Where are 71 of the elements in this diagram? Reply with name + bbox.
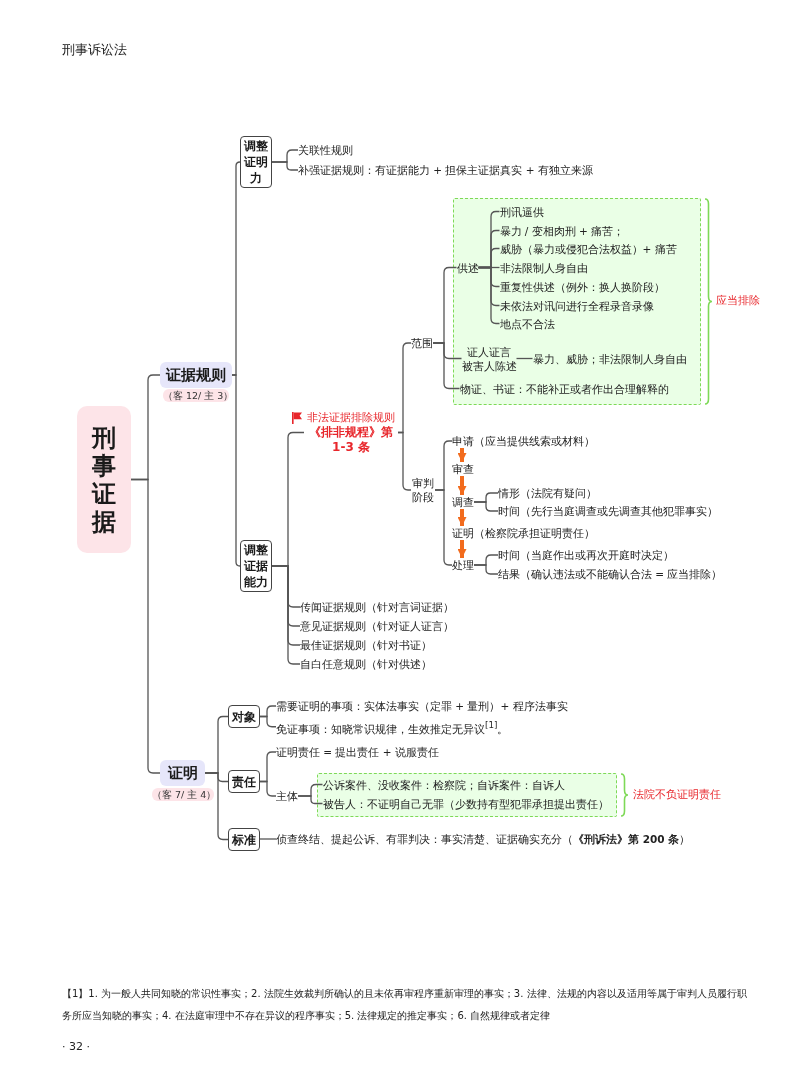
topic-text: 结果（确认违法或不能确认合法 = 应当排除） xyxy=(498,567,723,581)
connector-line xyxy=(473,564,499,575)
topic-text: 物证、书证：不能补正或者作出合理解释的 xyxy=(459,381,669,396)
topic-text: 重复性供述（例外：换人换阶段） xyxy=(499,279,665,294)
connector-line xyxy=(204,772,229,841)
dashed-group-box xyxy=(317,773,617,817)
topic-text: 时间（先行当庭调查或先调查其他犯罪事实） xyxy=(498,504,718,518)
count-tag: （客 7/ 主 4） xyxy=(152,788,214,801)
topic-text: 范围 xyxy=(411,336,433,350)
topic-text: 申请（应当提供线索或材料） xyxy=(452,434,595,448)
topic-box: 调整证据能力 xyxy=(240,540,272,592)
topic-text: 审查 xyxy=(452,462,474,476)
central-topic-box: 刑事证据 xyxy=(77,406,131,553)
connector-line xyxy=(271,161,299,171)
connector-line xyxy=(297,795,324,805)
topic-text: 公诉案件、没收案件：检察院；自诉案件：自诉人 xyxy=(322,777,565,792)
topic-text: 刑讯逼供 xyxy=(499,204,544,219)
branch-box: 证明 xyxy=(160,760,205,786)
topic-text: 暴力 / 变相肉刑 + 痛苦； xyxy=(499,223,625,238)
topic-text: 证人证言 被害人陈述 xyxy=(461,344,517,373)
topic-text: 未依法对讯问进行全程录音录像 xyxy=(499,298,654,313)
topic-text: 审判阶段 xyxy=(411,476,435,504)
arrow xyxy=(457,540,467,558)
arrow xyxy=(457,509,467,526)
connector-line xyxy=(432,342,461,390)
topic-box: 责任 xyxy=(228,770,260,793)
brace-note: 应当排除 xyxy=(716,294,760,308)
connector-line xyxy=(271,565,301,665)
topic-text: 免证事项：知晓常识规律，生效推定无异议$^{[1]}$。 xyxy=(276,718,509,736)
topic-text: 时间（当庭作出或再次开庭时决定） xyxy=(498,548,674,562)
branch-box: 证据规则 xyxy=(160,362,232,388)
topic-text: 情形（法院有疑问） xyxy=(498,486,597,500)
connector-line xyxy=(259,780,277,797)
topic-text: 处理 xyxy=(452,558,474,572)
connector-line xyxy=(473,501,499,512)
arrow xyxy=(457,476,467,495)
topic-text: 非法限制人身自由 xyxy=(499,260,588,275)
topic-text: 补强证据规则：有证据能力 + 担保主证据真实 + 有独立来源 xyxy=(298,163,593,177)
page-number: · 32 · xyxy=(62,1040,91,1053)
connector-line xyxy=(259,838,277,840)
connector-line xyxy=(259,715,277,728)
topic-text: 传闻证据规则（针对言词证据） xyxy=(300,600,454,614)
connector-line xyxy=(231,374,241,567)
connector-line xyxy=(515,357,534,360)
topic-text: 侦查终结、提起公诉、有罪判决：事实清楚、证据确实充分（《刑诉法》第 200 条） xyxy=(276,832,691,846)
topic-text: 意见证据规则（针对证人证言） xyxy=(300,619,454,633)
connector-line xyxy=(434,489,453,566)
brace-note: 法院不负证明责任 xyxy=(633,788,721,802)
highlight-text: 非法证据排除规则 《排非规程》第 1-3 条 xyxy=(304,410,398,455)
topic-text: 威胁（暴力或侵犯合法权益）+ 痛苦 xyxy=(499,241,677,256)
topic-box: 标准 xyxy=(228,828,260,851)
dashed-group-box xyxy=(453,198,701,405)
arrow xyxy=(457,448,467,462)
topic-text: 需要证明的事项：实体法事实（定罪 + 量刑）+ 程序法事实 xyxy=(276,699,568,713)
topic-text: 主体 xyxy=(276,789,298,803)
topic-text: 证明（检察院承担证明责任） xyxy=(452,526,595,540)
topic-text: 地点不合法 xyxy=(499,316,555,331)
running-header: 刑事诉讼法 xyxy=(62,41,128,59)
footnote: 【1】1. 为一般人共同知晓的常识性事实；2. 法院生效裁判所确认的且未依再审程序重新审理的事实；3. 法律、法规的内容以及适用等属于审判人员履行职务所应当知晓的事实；4. 在法庭审理中不存在异议的程序事实；5. 法律规定的推定事实；6. 自然规律或者定律 xyxy=(62,987,748,1023)
topic-box: 对象 xyxy=(228,705,260,728)
topic-box: 调整证明力 xyxy=(240,136,272,188)
topic-text: 调查 xyxy=(452,495,474,509)
topic-text: 暴力、威胁；非法限制人身自由 xyxy=(532,351,687,366)
topic-text: 被告人：不证明自己无罪（少数持有型犯罪承担提出责任） xyxy=(322,796,609,811)
topic-text: 自白任意规则（针对供述） xyxy=(300,657,432,671)
topic-text: 关联性规则 xyxy=(298,143,353,157)
topic-text: 供述 xyxy=(456,260,479,275)
topic-text: 证明责任 = 提出责任 + 说服责任 xyxy=(276,745,439,759)
connector-line xyxy=(477,266,501,325)
count-tag: （客 12/ 主 3） xyxy=(163,389,229,402)
topic-text: 最佳证据规则（针对书证） xyxy=(300,638,432,652)
